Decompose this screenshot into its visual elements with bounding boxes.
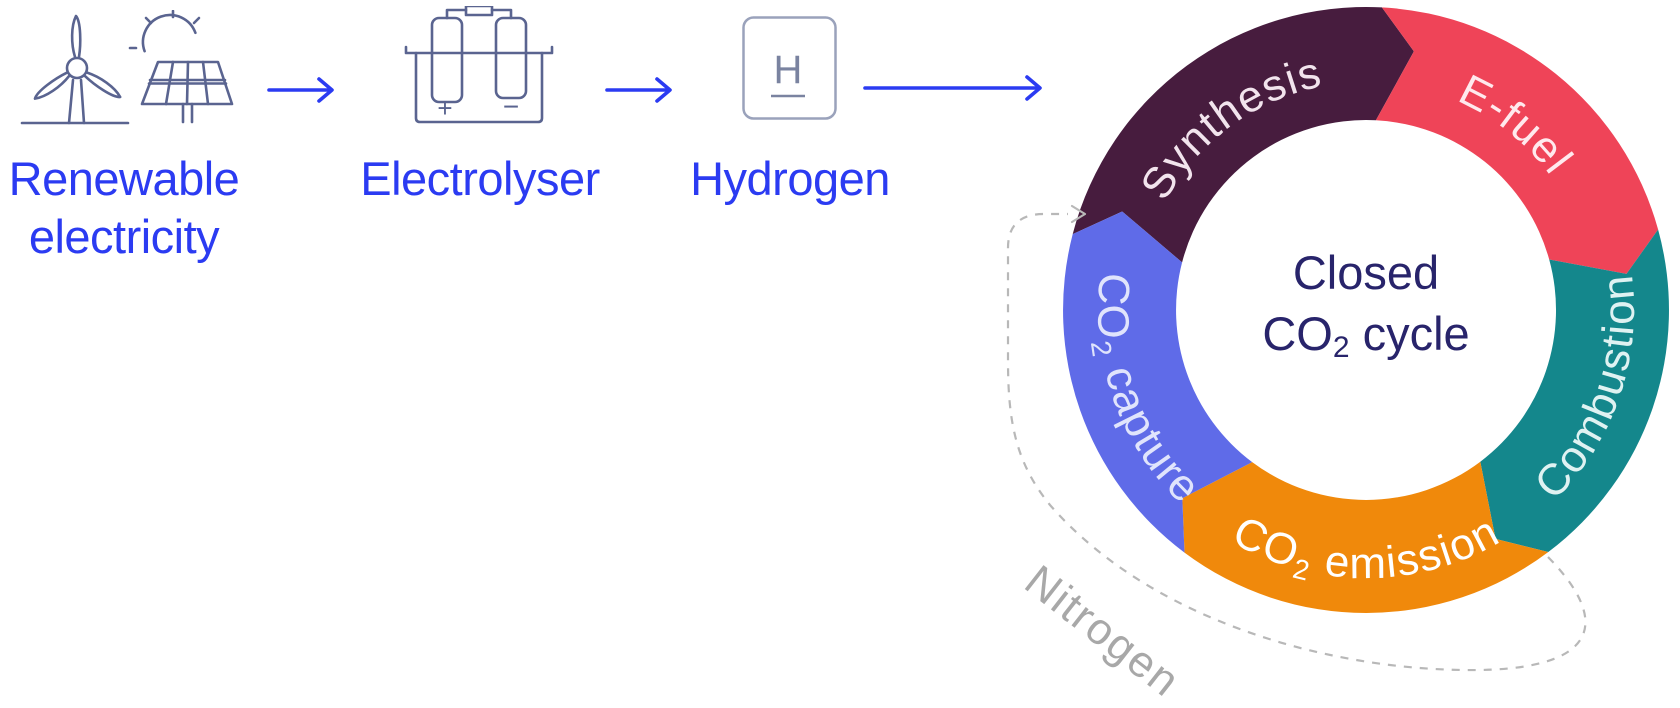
hydrogen-symbol: H xyxy=(774,48,803,92)
flow-arrow-icon xyxy=(267,77,334,103)
solar-panel-icon xyxy=(128,10,234,124)
electrolyser-plus-sign: + xyxy=(437,93,452,123)
electrolyser-minus-sign: − xyxy=(503,91,519,122)
step-label-hydrogen: Hydrogen xyxy=(690,152,890,205)
ring-center-label: Closed CO2 cycle xyxy=(1262,242,1469,378)
flow-arrow-icon xyxy=(863,75,1042,101)
electrolyser-icon: + − xyxy=(404,6,554,124)
wind-turbine-icon xyxy=(20,14,130,125)
ring-segment-e-fuel xyxy=(1375,7,1659,274)
step-label-electrolyser: Electrolyser xyxy=(360,152,600,205)
nitrogen-dashed-arc xyxy=(1006,212,1587,672)
ring-segment-co2-emission xyxy=(1182,461,1549,613)
step-label-renewable-electricity: Renewable electricity xyxy=(8,152,240,263)
ring-segment-co2-capture xyxy=(1063,211,1253,553)
ring-segment-combustion xyxy=(1480,229,1669,552)
center-label-line1: Closed xyxy=(1292,246,1440,299)
ring-segment-synthesis xyxy=(1072,6,1414,263)
hydrogen-tile-icon: H xyxy=(742,16,837,120)
flow-arrow-icon xyxy=(605,77,672,103)
center-label-line2: CO2 cycle xyxy=(1262,307,1470,364)
nitrogen-arrowhead-icon xyxy=(1070,204,1087,224)
